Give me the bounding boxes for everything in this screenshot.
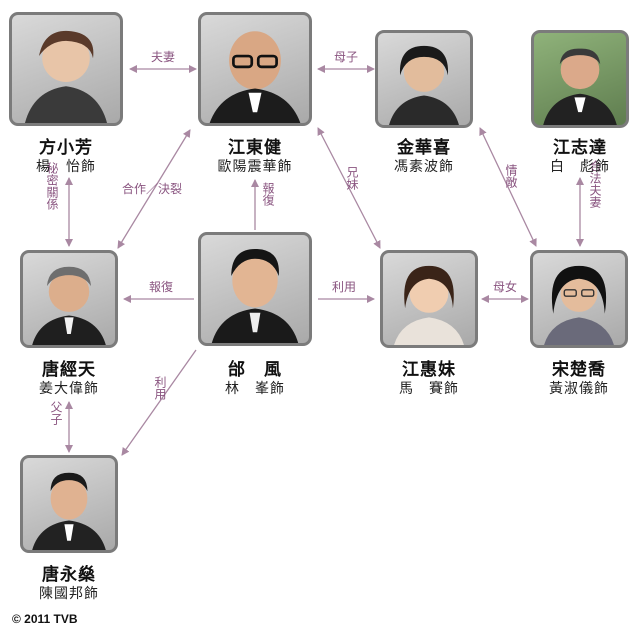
portrait-jiang-huimei bbox=[380, 250, 478, 348]
person-name-jiang-huimei: 江惠妹 bbox=[402, 360, 456, 380]
relation-muzi: 母子 bbox=[334, 50, 358, 64]
person-name-jin-huaxi: 金華喜 bbox=[397, 138, 451, 158]
relation-hefa-fuqi: 合法夫妻 bbox=[588, 159, 602, 209]
relation-fuqi: 夫妻 bbox=[151, 50, 175, 64]
relation-fuzi: 父子 bbox=[49, 401, 63, 425]
actor-name-jiang-zhida: 白 彪飾 bbox=[550, 159, 610, 175]
copyright-notice: © 2011 TVB bbox=[12, 612, 78, 626]
portrait-qiu-feng bbox=[198, 232, 312, 346]
actor-name-song-chuqiao: 黃淑儀飾 bbox=[549, 381, 609, 397]
relation-baofu-left: 報復 bbox=[149, 279, 173, 294]
person-name-tang-yongshen: 唐永燊 bbox=[42, 565, 96, 585]
actor-name-tang-yongshen: 陳國邦飾 bbox=[39, 586, 99, 602]
arrow-liyong-diag bbox=[121, 349, 197, 456]
person-name-tang-jingtian: 唐經天 bbox=[42, 360, 96, 380]
portrait-jiang-dongjian bbox=[198, 12, 312, 126]
person-name-song-chuqiao: 宋楚喬 bbox=[552, 360, 606, 380]
actor-name-jin-huaxi: 馮素波飾 bbox=[394, 159, 454, 175]
relation-qingdi: 情敵 bbox=[504, 164, 518, 189]
portrait-song-chuqiao bbox=[530, 250, 628, 348]
actor-name-jiang-huimei: 馬 賽飾 bbox=[399, 381, 459, 397]
relation-baofu-up: 報復 bbox=[261, 182, 275, 207]
arrow-qingdi bbox=[479, 127, 537, 247]
actor-name-jiang-dongjian: 歐陽震華飾 bbox=[217, 159, 293, 175]
person-name-qiu-feng: 邰 風 bbox=[228, 360, 282, 380]
portrait-jin-huaxi bbox=[375, 30, 473, 128]
relation-mimi-guanxi: 秘密關係 bbox=[45, 162, 59, 210]
portrait-tang-yongshen bbox=[20, 455, 118, 553]
relation-liyong-right: 利用 bbox=[332, 280, 356, 294]
actor-name-fang: 楊 怡飾 bbox=[36, 159, 96, 175]
portrait-fang bbox=[9, 12, 123, 126]
person-name-jiang-zhida: 江志達 bbox=[553, 138, 607, 158]
actor-name-qiu-feng: 林 峯飾 bbox=[225, 381, 285, 397]
portrait-jiang-zhida bbox=[531, 30, 629, 128]
relation-munu: 母女 bbox=[493, 279, 517, 294]
arrow-xiongmei bbox=[317, 127, 381, 249]
relation-liyong-diag: 利用 bbox=[153, 376, 167, 401]
relation-hezuo-juelie: 合作／決裂 bbox=[122, 181, 182, 196]
portrait-tang-jingtian bbox=[20, 250, 118, 348]
relation-xiongmei: 兄妹 bbox=[345, 166, 359, 190]
actor-name-tang-jingtian: 姜大偉飾 bbox=[39, 381, 99, 397]
person-name-fang: 方小芳 bbox=[39, 138, 93, 158]
person-name-jiang-dongjian: 江東健 bbox=[228, 138, 282, 158]
arrow-hezuo-juelie bbox=[117, 129, 191, 249]
